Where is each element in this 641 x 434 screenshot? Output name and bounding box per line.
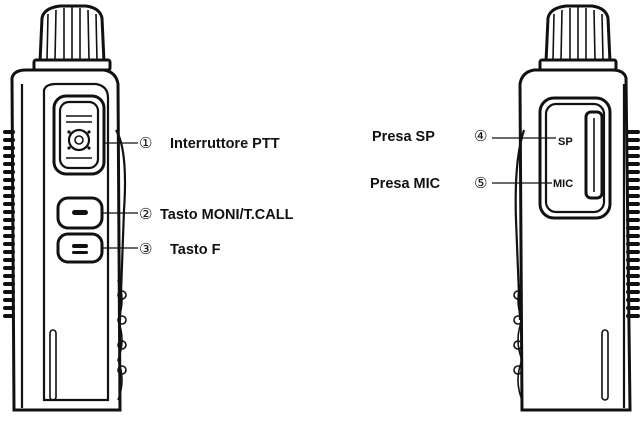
sp-jack-label: SP <box>558 136 573 148</box>
right-radio: SP MIC <box>513 4 640 412</box>
left-radio <box>3 4 127 412</box>
callout-mic-jack: Presa MIC ⑤ <box>370 174 552 192</box>
left-radio-knob <box>32 4 112 72</box>
callout-sp-jack-number: ④ <box>474 127 487 145</box>
callout-mic-jack-number: ⑤ <box>474 174 487 192</box>
right-radio-knob <box>538 4 618 72</box>
callout-f-key: ③ Tasto F <box>102 240 221 258</box>
callout-f-key-label: Tasto F <box>170 242 221 258</box>
callout-ptt-number: ① <box>139 134 152 152</box>
f-key <box>56 232 104 264</box>
callout-moni-tcall-label: Tasto MONI/T.CALL <box>160 207 294 223</box>
callout-ptt: ① Interruttore PTT <box>104 134 280 152</box>
callout-f-key-number: ③ <box>139 240 152 258</box>
callout-ptt-label: Interruttore PTT <box>170 136 280 152</box>
callout-sp-jack: Presa SP ④ <box>372 127 556 145</box>
mic-jack-label: MIC <box>553 178 573 190</box>
callout-mic-jack-label: Presa MIC <box>370 176 441 192</box>
jack-cover <box>538 96 612 220</box>
right-radio-grill <box>626 130 640 318</box>
callout-moni-tcall-number: ② <box>139 205 152 223</box>
ptt-switch <box>52 94 106 176</box>
left-radio-grill <box>3 130 15 318</box>
moni-tcall-key <box>56 196 104 230</box>
callout-moni-tcall: ② Tasto MONI/T.CALL <box>102 205 294 223</box>
callout-sp-jack-label: Presa SP <box>372 129 435 145</box>
